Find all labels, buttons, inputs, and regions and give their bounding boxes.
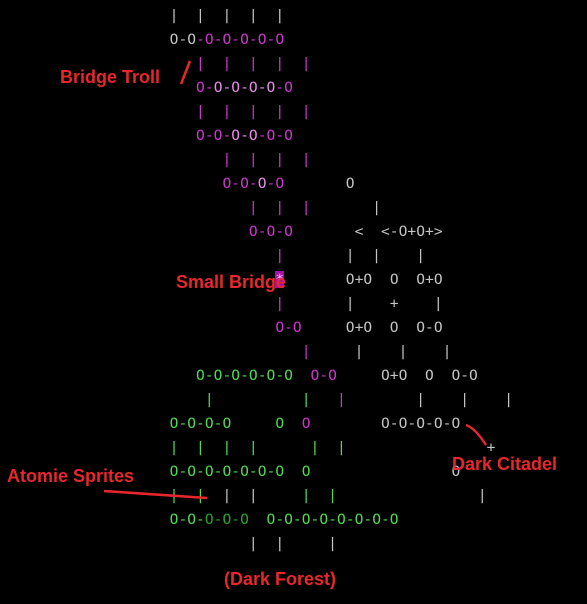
- map-segment: | |: [257, 487, 337, 504]
- map-segment: | | | | |: [108, 103, 311, 120]
- label-small-bridge: Small Bridge: [176, 272, 287, 292]
- map-segment: O-: [108, 79, 214, 96]
- map-segment: -O-O: [257, 127, 293, 144]
- map-segment: | + |: [284, 295, 443, 312]
- map-row: | | | | | | +: [108, 440, 496, 456]
- map-row: O-O-O-O-O-O-O O O: [108, 463, 461, 480]
- map-segment: O+O O O-O: [336, 367, 478, 384]
- map-segment: O-O-O-O O: [108, 415, 285, 432]
- label-dark-citadel: Dark Citadel: [452, 454, 558, 474]
- map-row: | | | |: [108, 248, 425, 264]
- dark-citadel-leader: [465, 423, 488, 446]
- map-segment: | | |: [345, 391, 514, 408]
- map-segment: |: [310, 391, 346, 408]
- label-dark-forest: (Dark Forest): [224, 569, 337, 589]
- map-segment: | | | | |: [108, 7, 285, 24]
- map-segment: | | | |: [108, 151, 311, 168]
- map-segment: O: [310, 463, 461, 480]
- map-row: | | |: [108, 536, 337, 552]
- label-bridge-troll: Bridge Troll: [60, 67, 161, 87]
- map-segment: | | |: [284, 247, 426, 264]
- map-segment: +: [345, 439, 496, 456]
- map-segment: -: [196, 31, 205, 48]
- map-segment: O+O O O+O: [284, 271, 443, 288]
- map-row: | | + |: [108, 296, 443, 312]
- map-row: O-O-O-O-O-O: [108, 128, 293, 144]
- map-segment: O-O-O-O: [213, 79, 276, 96]
- map-segment: O-O: [108, 319, 302, 336]
- map-row: | | | |: [108, 200, 381, 216]
- map-row: | | | |: [108, 152, 311, 168]
- map-segment: O-O-: [108, 175, 258, 192]
- map-segment: O-O-O-O-O-O: [108, 367, 293, 384]
- map-row: O-O O+O O O-O: [108, 320, 443, 336]
- map-segment: O: [187, 31, 197, 48]
- map-segment: | | |: [108, 199, 311, 216]
- map-segment: O-: [108, 31, 188, 48]
- map-segment: O-O-: [108, 127, 232, 144]
- map-segment: |: [108, 295, 285, 312]
- map-row: O-O-O-O O: [108, 176, 355, 192]
- map-segment: O: [284, 175, 355, 192]
- map-segment: < <-O+O+>: [292, 223, 443, 240]
- map-segment: | | |: [108, 535, 337, 552]
- map-segment: O: [284, 415, 311, 432]
- map-segment: O-O: [292, 367, 337, 384]
- small-bridge-marker: *: [275, 271, 285, 288]
- map-row: O-O-O-O-O-O: [108, 80, 293, 96]
- map-segment: |: [108, 343, 311, 360]
- map-segment: |: [108, 247, 285, 264]
- map-segment: -O: [266, 175, 285, 192]
- map-row: | | | | | |: [108, 392, 513, 408]
- map-segment: O-O-: [108, 511, 205, 528]
- map-segment: | | | | |: [108, 55, 311, 72]
- map-row: O-O-O-O-O-O-O: [108, 32, 284, 48]
- label-atomie-sprites: Atomie Sprites: [7, 466, 135, 486]
- map-segment: O-O-O: [108, 223, 293, 240]
- bridge-troll-leader: [179, 60, 192, 85]
- map-segment: O-O-O-O-O: [204, 31, 285, 48]
- map-row: | | | | |: [108, 8, 284, 24]
- map-row: O-O-O-O-O O-O-O-O-O-O-O-O: [108, 512, 399, 528]
- map-row: O-O-O < <-O+O+>: [108, 224, 443, 240]
- map-segment: |: [310, 199, 381, 216]
- map-segment: -O: [275, 79, 293, 96]
- atomie-sprites-leader: [103, 489, 208, 500]
- map-segment: | | | | | |: [108, 439, 346, 456]
- map-segment: O-O-O-O-O: [310, 415, 461, 432]
- map-segment: | |: [108, 391, 311, 408]
- map-segment: O+O O O-O: [301, 319, 443, 336]
- map-segment: |: [336, 487, 487, 504]
- map-segment: | | |: [310, 343, 452, 360]
- map-segment: O: [257, 175, 267, 192]
- map-row: * O+O O O+O: [108, 271, 443, 288]
- map-segment: O-O-O-O-O-O-O-O: [248, 511, 399, 528]
- map-segment: O-O-O: [204, 511, 249, 528]
- map-segment: O-O-O-O-O-O-O O: [108, 463, 311, 480]
- map-row: | | | | |: [108, 56, 311, 72]
- map-row: O-O-O-O O O O-O-O-O-O: [108, 415, 461, 432]
- map-row: | | | |: [108, 343, 452, 360]
- map-row: | | | | |: [108, 104, 311, 120]
- map-row: O-O-O-O-O-O O-O O+O O O-O: [108, 368, 478, 384]
- map-segment: O-O: [231, 127, 258, 144]
- map-segment: | |: [204, 487, 258, 504]
